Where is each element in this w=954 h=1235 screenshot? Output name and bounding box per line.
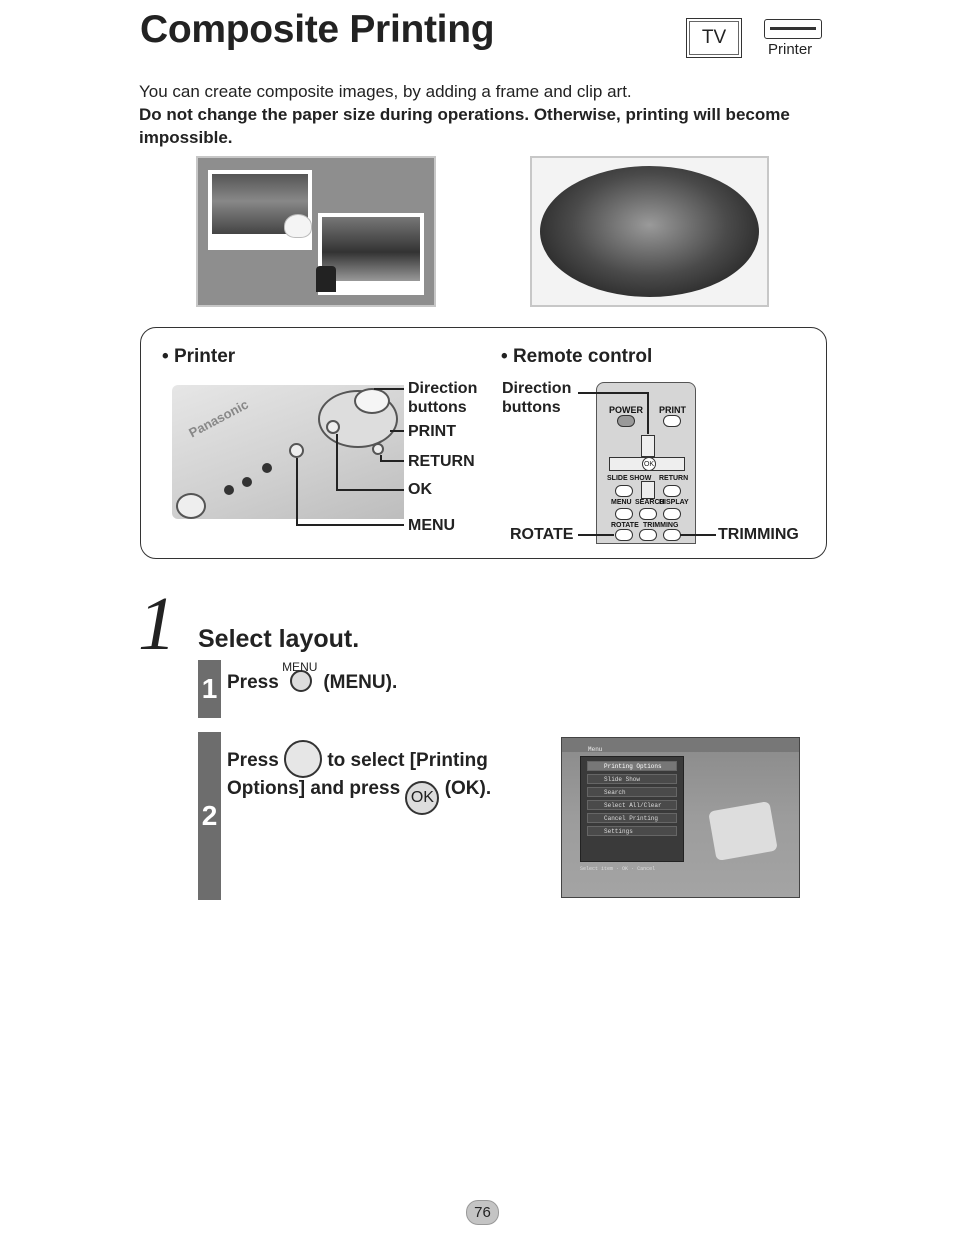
warning-text: Do not change the paper size during oper…: [139, 105, 790, 147]
callout-line: [578, 392, 648, 394]
screen-header: [562, 738, 799, 752]
remote-return-label: RETURN: [659, 475, 689, 482]
remote-heading: • Remote control: [501, 346, 653, 367]
remote-ok-button[interactable]: OK: [642, 457, 656, 471]
remote-return-button[interactable]: [663, 485, 681, 497]
intro-text: You can create composite images, by addi…: [139, 80, 839, 149]
substep-number: 1: [198, 660, 221, 718]
remote-zoom-out-button[interactable]: [639, 529, 657, 541]
remote-search-button[interactable]: [639, 508, 657, 520]
remote-menu-label: MENU: [611, 499, 632, 506]
label-rotate: ROTATE: [510, 526, 574, 543]
substep-number: 2: [198, 732, 221, 900]
callout-line: [380, 455, 382, 460]
indicator-led: [224, 485, 234, 495]
callout-line: [578, 534, 614, 536]
substep-1-text: Press MENU (MENU).: [227, 660, 398, 694]
callout-line: [296, 458, 298, 524]
callout-line: [647, 392, 649, 434]
remote-zoom-in-button[interactable]: [663, 529, 681, 541]
ok-button-icon: OK: [405, 781, 440, 815]
printer-brand-logo: Panasonic: [186, 396, 251, 441]
clip-art-icon: [284, 214, 312, 238]
printer-return-button[interactable]: [372, 443, 384, 455]
screen-menu-item[interactable]: Cancel Printing: [587, 813, 677, 823]
screen-title: Menu: [588, 746, 603, 753]
label-trimming: TRIMMING: [718, 526, 799, 543]
callout-line: [336, 489, 404, 491]
substep-2-line1: Press to select [Printing: [227, 740, 488, 778]
remote-down-button[interactable]: [641, 481, 655, 499]
remote-slideshow-label: SLIDE SHOW: [607, 475, 652, 482]
printer-icon: [764, 19, 822, 39]
printer-print-button[interactable]: [354, 388, 390, 414]
remote-power-label: POWER: [609, 405, 644, 415]
menu-button-icon: MENU: [282, 660, 318, 694]
screen-menu-item[interactable]: Settings: [587, 826, 677, 836]
label-remote-direction: Direction buttons: [502, 380, 572, 416]
oval-frame-photo: [540, 166, 759, 297]
callout-line: [336, 434, 338, 489]
remote-rotate-label: ROTATE: [611, 522, 639, 529]
printer-menu-button[interactable]: [289, 443, 304, 458]
printer-mode-label: Printer: [768, 41, 813, 58]
remote-display-button[interactable]: [663, 508, 681, 520]
label-print: PRINT: [408, 423, 456, 440]
indicator-led: [242, 477, 252, 487]
remote-rotate-button[interactable]: [615, 529, 633, 541]
remote-power-button[interactable]: [617, 415, 635, 427]
printer-ok-button[interactable]: [326, 420, 340, 434]
screen-menu-item[interactable]: Select All/Clear: [587, 800, 677, 810]
remote-print-label: PRINT: [659, 405, 686, 415]
label-return: RETURN: [408, 453, 475, 470]
clip-art-icon: [316, 266, 336, 292]
label-menu: MENU: [408, 517, 456, 534]
screen-menu-item[interactable]: Search: [587, 787, 677, 797]
substep-2-line2: Options] and press OK (OK).: [227, 778, 491, 815]
callout-line: [374, 388, 404, 390]
remote-up-button[interactable]: [641, 435, 655, 457]
screen-menu-panel: Printing Options Slide Show Search Selec…: [580, 756, 684, 862]
controls-panel: [140, 327, 827, 559]
callout-line: [390, 430, 404, 432]
printer-graphic: [708, 800, 778, 862]
photo-frame: [208, 170, 312, 250]
remote-slideshow-button[interactable]: [615, 485, 633, 497]
sample-layout-image: [196, 156, 436, 307]
tv-mode-icon: TV: [686, 18, 742, 58]
step-number: 1: [138, 582, 176, 666]
intro-line: You can create composite images, by addi…: [139, 82, 632, 101]
remote-trimming-label: TRIMMING: [643, 522, 679, 529]
page-number: 76: [466, 1200, 499, 1225]
sample-frame-image: [530, 156, 769, 307]
screen-menu-item[interactable]: Printing Options: [587, 761, 677, 771]
indicator-led: [262, 463, 272, 473]
remote-control-image: POWER PRINT OK SLIDE SHOW RETURN MENU SE…: [596, 382, 696, 544]
remote-search-label: SEARCH: [635, 499, 665, 506]
printer-heading: • Printer: [162, 346, 236, 367]
tv-label: TV: [701, 27, 727, 48]
callout-line: [680, 534, 716, 536]
remote-print-button[interactable]: [663, 415, 681, 427]
screen-menu-item[interactable]: Slide Show: [587, 774, 677, 784]
label-ok: OK: [408, 481, 432, 498]
callout-line: [296, 524, 404, 526]
step-title: Select layout.: [198, 625, 360, 653]
direction-buttons-icon: [284, 740, 323, 778]
callout-line: [380, 460, 404, 462]
remote-display-label: DISPLAY: [659, 499, 689, 506]
remote-menu-button[interactable]: [615, 508, 633, 520]
page-title: Composite Printing: [140, 8, 495, 51]
menu-screen-screenshot: Menu Printing Options Slide Show Search …: [561, 737, 800, 898]
power-button[interactable]: [176, 493, 206, 519]
screen-footer: Select item · OK · Cancel: [580, 866, 656, 872]
label-direction-buttons: Direction buttons: [408, 380, 478, 416]
